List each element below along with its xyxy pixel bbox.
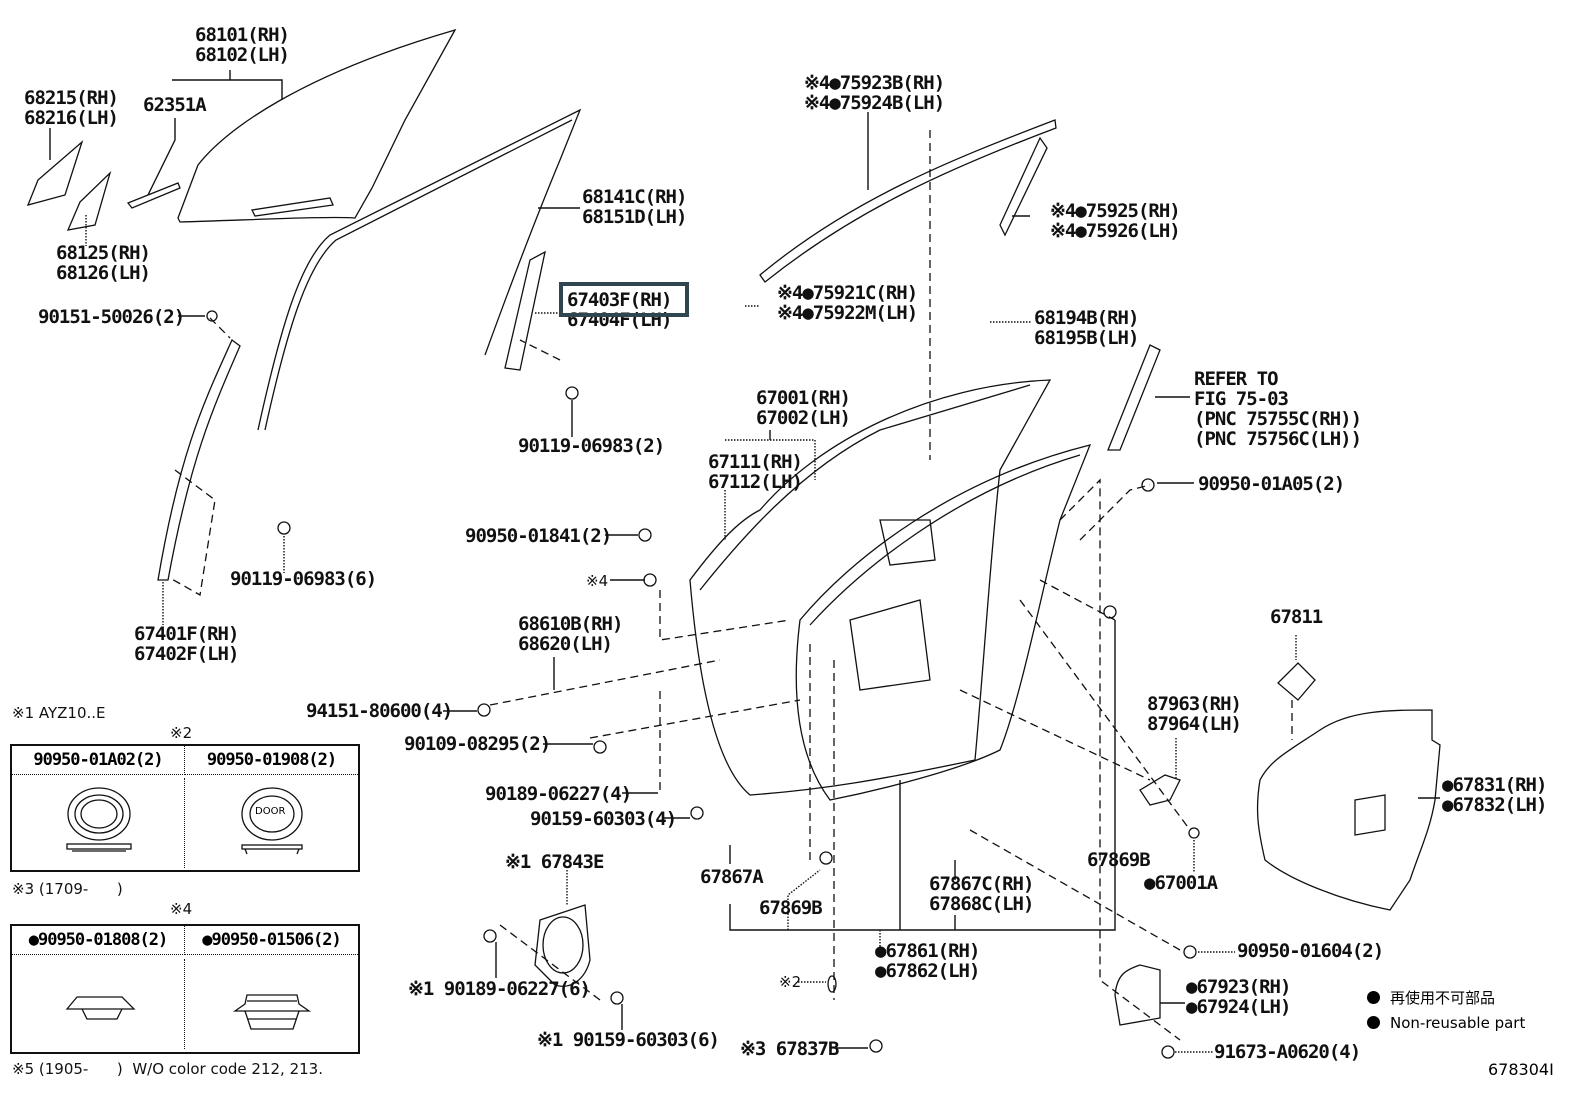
callout-67111[interactable]: 67111(RH)67112(LH) [708,451,803,493]
bolt-icon [610,991,624,1005]
callout-68125[interactable]: 68125(RH)68126(LH) [56,242,151,284]
bolt-icon [277,521,291,535]
note-2-title: ※2 [170,724,193,742]
callout-67001[interactable]: 67001(RH)67002(LH) [756,387,851,429]
clip-icon [1103,605,1117,619]
door-glass-drawing [177,28,457,223]
table-header[interactable]: ●90950-01808(2) [12,926,185,955]
table-header[interactable]: ●90950-01506(2) [185,926,358,955]
callout-67843e[interactable]: ※1 67843E [505,851,604,873]
plug-1808-drawing [12,958,185,1049]
callout-67861[interactable]: ●67861(RH)●67862(LH) [875,940,980,982]
table-header[interactable]: 90950-01A02(2) [12,746,185,775]
clip-icon [483,929,497,943]
bolt-icon [593,740,607,754]
hinge-cover-drawing [1139,774,1181,806]
nut-icon [477,703,491,717]
non-reusable-dot-icon [1367,991,1380,1004]
callout-note-2[interactable]: ※2 [779,973,802,991]
clip-icon [869,1039,883,1053]
callout-67869b-left[interactable]: 67869B [759,897,823,919]
door-weatherstrip-drawing [795,444,1092,801]
callout-67001a[interactable]: ●67001A [1144,872,1218,894]
plug-1506-drawing [185,959,358,1049]
callout-68194b[interactable]: 68194B(RH)68195B(LH) [1034,307,1139,349]
callout-68101[interactable]: 68101(RH)68102(LH) [195,24,290,66]
legend-item: Non-reusable part [1367,1011,1525,1036]
note-5-date-color: ※5 (1905- ) W/O color code 212, 213. [12,1060,323,1078]
non-reusable-dot-icon [1367,1016,1380,1029]
callout-90151-50026[interactable]: 90151-50026(2) [38,306,185,328]
callout-67811[interactable]: 67811 [1270,606,1323,628]
speaker-cover-drawing [534,904,591,987]
clip-icon [1188,827,1200,839]
callout-91673-a0620[interactable]: 91673-A0620(4) [1214,1041,1361,1063]
callout-90950-01a05[interactable]: 90950-01A05(2) [1198,473,1345,495]
callout-94151-80600[interactable]: 94151-80600(4) [306,700,453,722]
grommet-icon [1183,945,1197,959]
callout-90119-06983-6[interactable]: 90119-06983(6) [230,568,377,590]
callout-67403f[interactable]: 67403F(RH)67404F(LH) [567,289,672,331]
bolt-icon [565,386,579,400]
quarter-window-frame-drawing [26,139,84,206]
belt-moulding-drawing [759,119,1057,283]
inset-table-note-2: 90950-01A02(2) 90950-01908(2) DOOR [10,744,360,872]
door-plug-drawing: DOOR [185,778,358,868]
grommet-icon [1141,478,1155,492]
lock-cover-drawing [1114,964,1161,1026]
callout-68215[interactable]: 68215(RH)68216(LH) [24,87,119,129]
callout-90159-60303-4[interactable]: 90159-60303(4) [530,808,677,830]
callout-90159-60303-6[interactable]: ※1 90159-60303(6) [537,1029,720,1051]
callout-75921c[interactable]: ※4●75921C(RH)※4●75922M(LH) [777,282,918,324]
plug-icon [827,975,837,993]
screw-icon [206,310,218,322]
callout-note-4[interactable]: ※4 [586,572,609,590]
callout-87963[interactable]: 87963(RH)87964(LH) [1147,693,1242,735]
bolt-icon [690,806,704,820]
front-lower-frame-drawing [157,338,241,581]
screw-icon [1161,1045,1175,1059]
callout-90950-01841[interactable]: 90950-01841(2) [465,525,612,547]
service-hole-cover-drawing [1256,709,1441,911]
callout-68610b[interactable]: 68610B(RH)68620(LH) [518,613,623,655]
callout-90119-06983-2[interactable]: 90119-06983(2) [518,435,665,457]
note-1-model: ※1 AYZ10..E [12,704,106,722]
callout-75923b[interactable]: ※4●75923B(RH)※4●75924B(LH) [804,72,945,114]
figure-number: 678304I [1488,1060,1554,1079]
rear-lower-frame-drawing [504,250,546,371]
callout-67401f[interactable]: 67401F(RH)67402F(LH) [134,623,239,665]
glass-run-drawing [257,108,582,431]
callout-67867c[interactable]: 67867C(RH)67868C(LH) [929,873,1034,915]
callout-90950-01604[interactable]: 90950-01604(2) [1237,940,1384,962]
callout-67867a[interactable]: 67867A [700,866,764,888]
callout-67869b-right[interactable]: 67869B [1087,849,1151,871]
grommet-icon [638,528,652,542]
door-plug-text: DOOR [255,805,286,817]
note-4-title: ※4 [170,900,193,918]
inset-table-note-4: ●90950-01808(2) ●90950-01506(2) [10,924,360,1054]
callout-90189-06227-6[interactable]: ※1 90189-06227(6) [408,978,591,1000]
callout-68141c[interactable]: 68141C(RH)68151D(LH) [582,186,687,228]
callout-90109-08295[interactable]: 90109-08295(2) [404,733,551,755]
grommet-icon [643,573,657,587]
callout-67837b[interactable]: ※3 67837B [740,1038,839,1060]
door-panel-drawing [689,379,1052,796]
table-header[interactable]: 90950-01908(2) [185,746,358,775]
clip-icon [819,851,833,865]
callout-90189-06227-4[interactable]: 90189-06227(4) [485,783,632,805]
legend: 再使用不可部品 Non-reusable part [1367,986,1525,1036]
note-3-date: ※3 (1709- ) [12,880,123,898]
grommet-drawing [12,777,185,868]
legend-item: 再使用不可部品 [1367,986,1525,1011]
callout-75925[interactable]: ※4●75925(RH)※4●75926(LH) [1050,200,1181,242]
label-sticker-drawing [1277,662,1316,701]
callout-67831[interactable]: ●67831(RH)●67832(LH) [1442,774,1547,816]
callout-67923[interactable]: ●67923(RH)●67924(LH) [1186,976,1291,1018]
b-pillar-garnish-drawing [999,136,1048,237]
callout-62351a[interactable]: 62351A [143,94,207,116]
